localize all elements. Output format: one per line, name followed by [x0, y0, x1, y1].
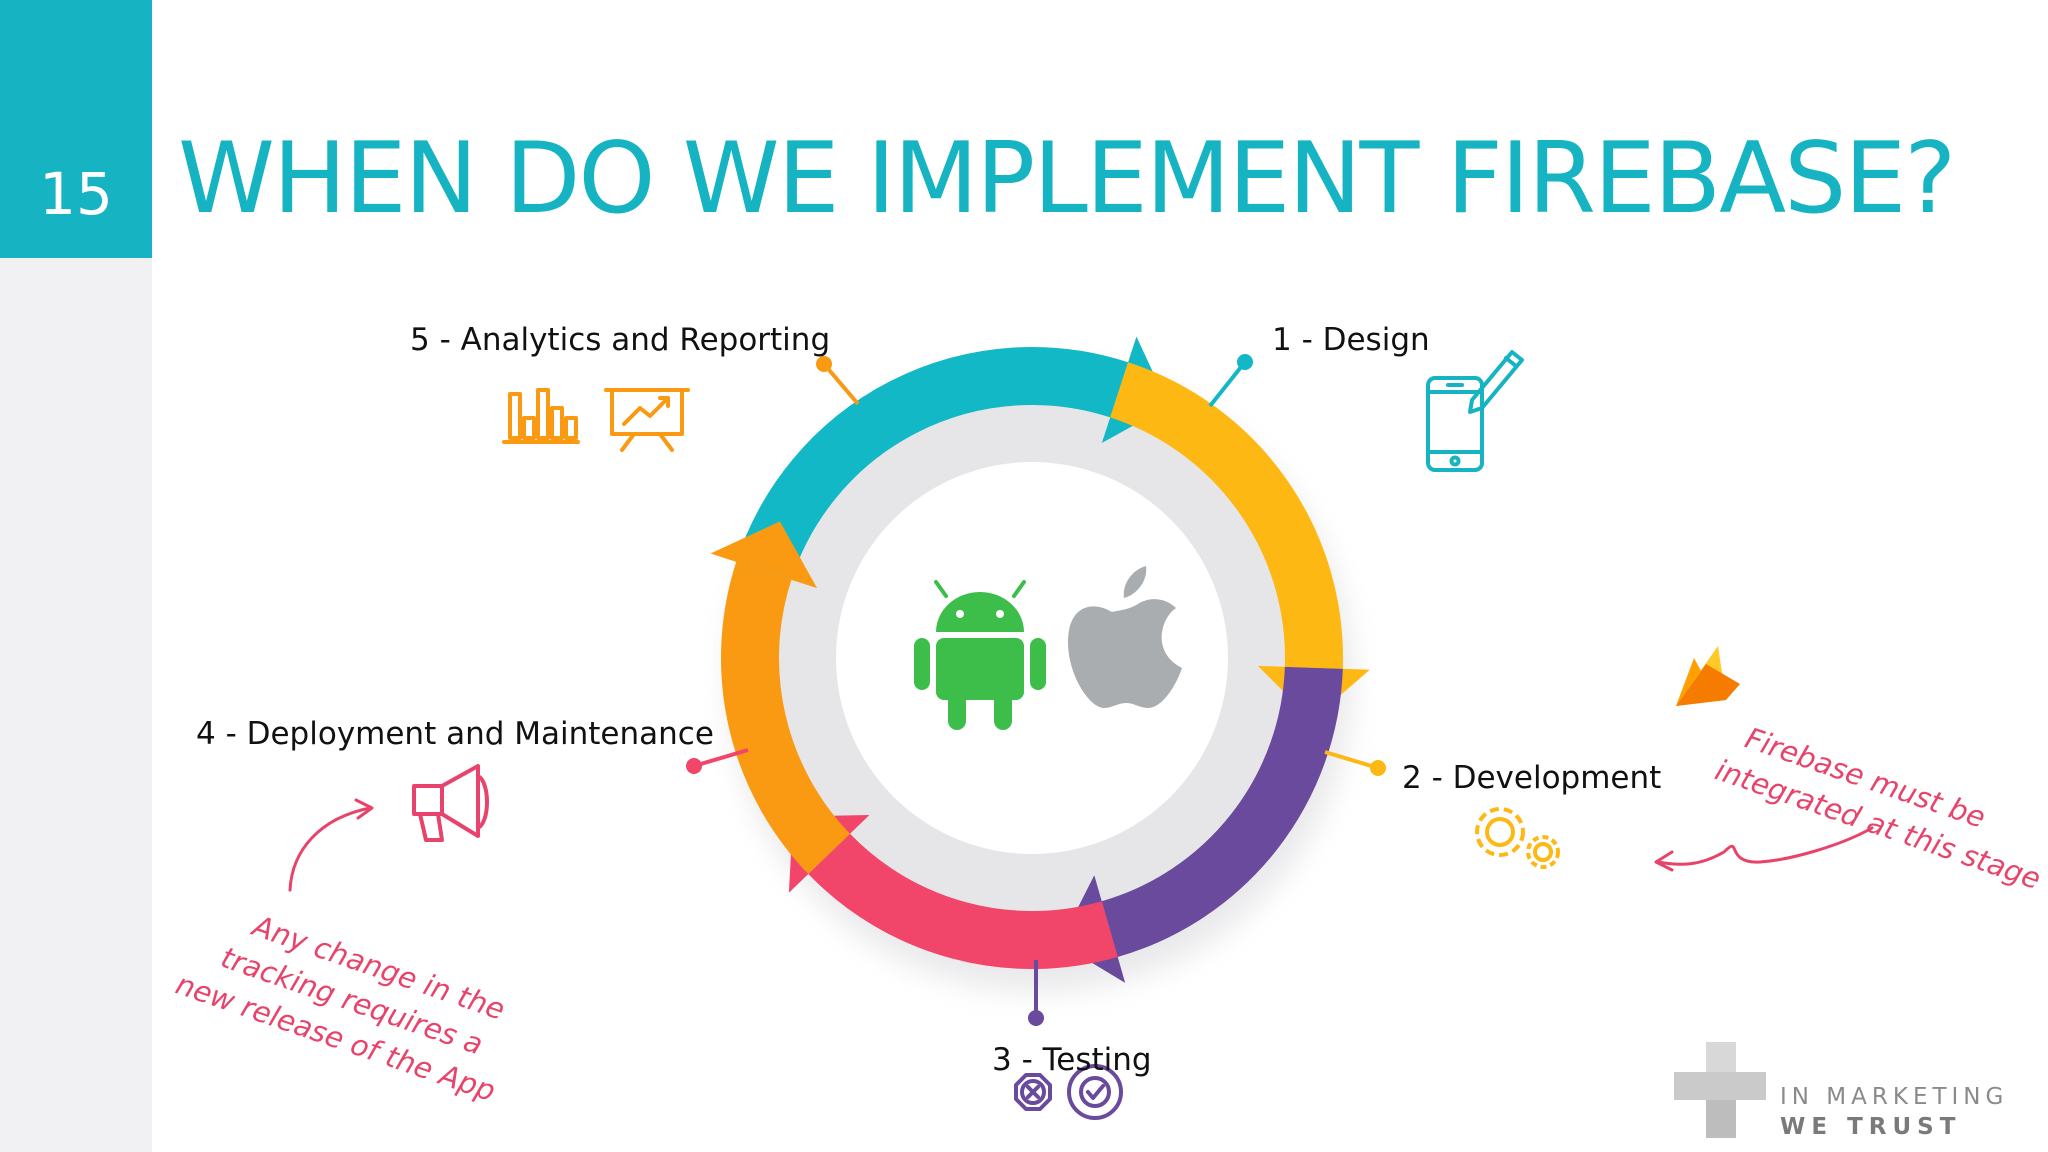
stage-label-deployment: 4 - Deployment and Maintenance: [196, 716, 714, 752]
smartphone-pen-icon: [1426, 350, 1524, 472]
stage-label-analytics: 5 - Analytics and Reporting: [410, 322, 831, 358]
stage-label-development: 2 - Development: [1402, 760, 1662, 796]
stage-label-design: 1 - Design: [1272, 322, 1430, 358]
brand-wordmark: IN MARKETING WE TRUST: [1780, 1082, 2008, 1142]
brand-logo-icon: [1674, 1042, 1766, 1138]
brand-line-2: WE TRUST: [1780, 1114, 1962, 1140]
connector-deployment: [686, 748, 749, 774]
firebase-flame-icon: [1676, 646, 1740, 706]
stage-label-testing: 3 - Testing: [992, 1042, 1152, 1078]
firebase-note-arrowhead: [1654, 850, 1674, 872]
connector-development: [1324, 750, 1386, 776]
android-logo-icon: [914, 580, 1046, 730]
brand-line-1: IN MARKETING: [1780, 1084, 2009, 1110]
page-title: WHEN DO WE IMPLEMENT FIREBASE?: [178, 122, 1956, 236]
connector-design: [1208, 354, 1253, 408]
tracking-note-arrowhead: [354, 798, 374, 820]
bar-chart-presentation-icon: [502, 388, 690, 452]
tracking-note-arrow: [288, 806, 372, 892]
connector-analytics: [816, 356, 860, 406]
connector-testing: [1028, 960, 1044, 1026]
slide-number-badge: 15: [0, 0, 152, 258]
ring-segment-analytics: [710, 521, 851, 875]
megaphone-icon: [412, 764, 489, 842]
apple-logo-icon: [1068, 566, 1182, 708]
ring-segments: [710, 336, 1370, 983]
slide-number: 15: [39, 160, 113, 228]
firebase-note-arrow: [1656, 826, 1874, 866]
gears-icon: [1475, 807, 1560, 869]
cross-check-badges-icon: [1014, 1064, 1123, 1120]
